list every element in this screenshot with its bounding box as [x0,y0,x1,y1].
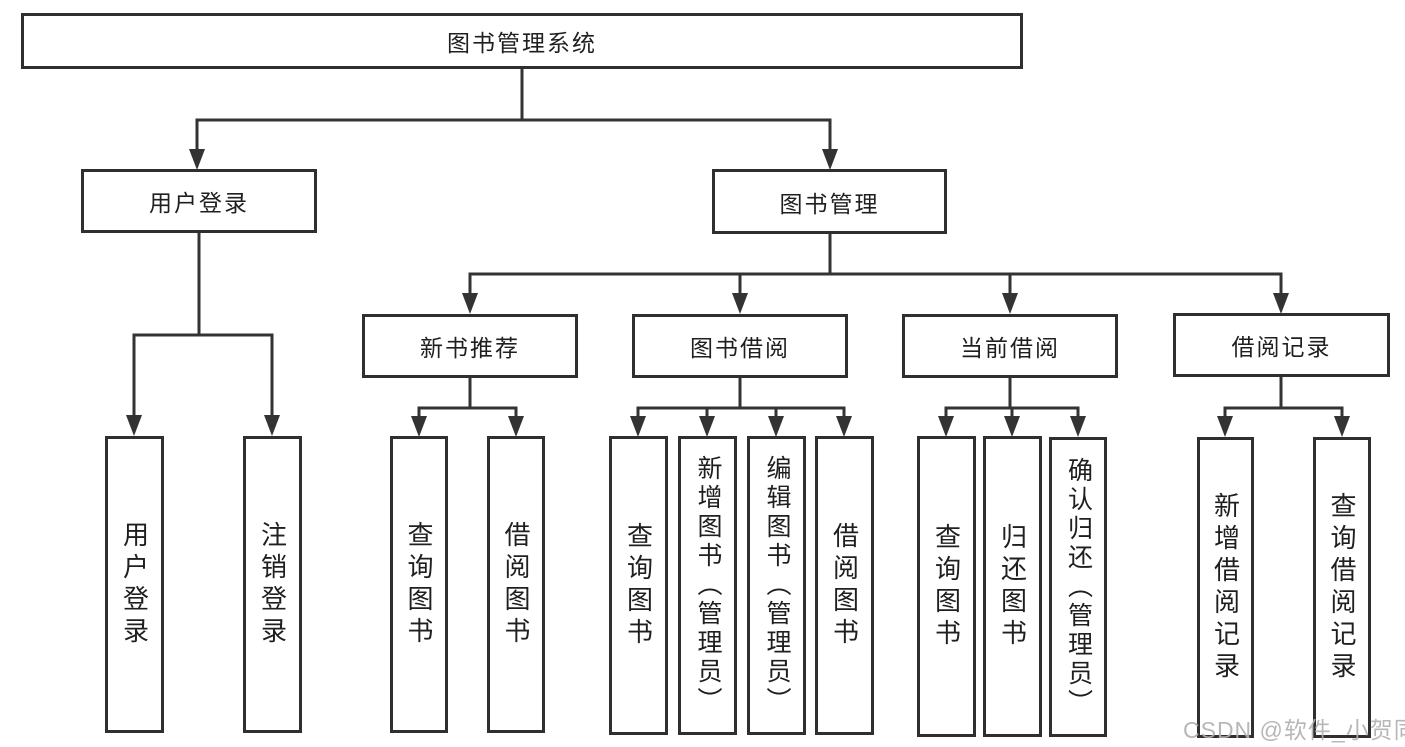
level3-book-borrow-label: 图书借阅 [690,335,790,361]
connector-book-management-to-level3 [462,234,1289,314]
connector-new-book-recommend-group [411,378,524,437]
level2-box-book-management: 图书管理 [712,169,947,234]
connector-book-borrow-group [630,378,852,437]
leaf-box-query-books-borrow: 查询图书 [609,436,668,735]
level3-borrow-records-label: 借阅记录 [1231,334,1332,360]
leaf-box-borrow-books-recommend: 借阅图书 [487,436,545,733]
connector-user-login-group [126,233,280,436]
leaf-box-query-borrow-record: 查询借阅记录 [1313,437,1371,738]
root-box-library-system: 图书管理系统 [21,13,1023,69]
leaf-user-login-label: 用户登录 [119,520,150,649]
connector-current-borrow-group [938,378,1086,437]
root-label: 图书管理系统 [447,30,597,56]
leaf-box-confirm-return-admin: 确认归还（管理员） [1049,437,1107,737]
leaf-query-borrow-record-label: 查询借阅记录 [1327,491,1357,684]
level3-box-current-borrow: 当前借阅 [902,314,1118,378]
level2-box-user-login: 用户登录 [81,169,317,233]
leaf-box-user-login: 用户登录 [105,436,164,733]
leaf-box-borrow-books: 借阅图书 [815,436,874,735]
leaf-query-books-recommend-label: 查询图书 [404,520,434,649]
csdn-watermark: CSDN @软件_小贺同学 [1183,717,1405,743]
leaf-box-add-books-admin: 新增图书（管理员） [678,436,737,735]
leaf-box-add-borrow-record: 新增借阅记录 [1197,437,1254,738]
level3-box-borrow-records: 借阅记录 [1173,313,1390,377]
leaf-box-query-books-current: 查询图书 [917,436,976,737]
level2-user-login-label: 用户登录 [149,190,249,216]
leaf-box-edit-books-admin: 编辑图书（管理员） [747,436,806,735]
level2-book-management-label: 图书管理 [779,190,880,217]
leaf-return-books-label: 归还图书 [997,522,1028,651]
leaf-query-books-borrow-label: 查询图书 [623,521,654,650]
level3-new-book-recommend-label: 新书推荐 [420,335,520,361]
leaf-box-return-books: 归还图书 [983,436,1042,737]
leaf-borrow-books-label: 借阅图书 [829,521,860,650]
leaf-box-query-books-recommend: 查询图书 [390,436,448,733]
connector-root-to-level2 [189,69,838,170]
leaf-add-borrow-record-label: 新增借阅记录 [1210,491,1241,684]
leaf-box-logout: 注销登录 [243,436,302,733]
level3-box-book-borrow: 图书借阅 [632,314,848,378]
leaf-edit-books-admin-label: 编辑图书（管理员） [763,455,791,716]
connector-borrow-records-group [1217,377,1350,437]
level3-current-borrow-label: 当前借阅 [960,335,1060,361]
leaf-confirm-return-admin-label: 确认归还（管理员） [1064,456,1093,718]
leaf-add-books-admin-label: 新增图书（管理员） [694,455,722,716]
level3-box-new-book-recommend: 新书推荐 [362,314,578,378]
leaf-query-books-current-label: 查询图书 [931,522,962,651]
leaf-borrow-books-recommend-label: 借阅图书 [501,520,531,649]
leaf-logout-label: 注销登录 [257,520,288,649]
